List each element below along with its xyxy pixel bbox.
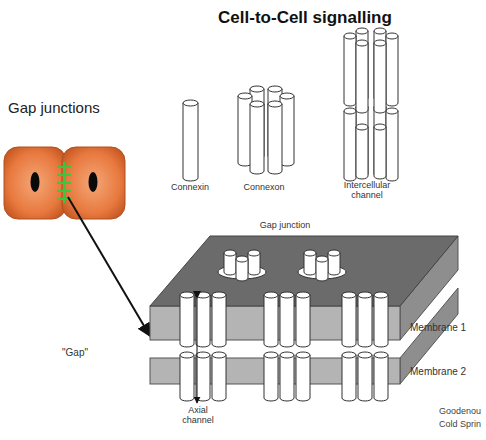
connexin-symbol [296,352,310,401]
connexin-symbol [374,124,386,179]
citation-text: Goodenou [439,406,486,416]
cell [4,147,66,219]
connexin-symbol [264,352,278,401]
connexin-symbol [296,292,310,347]
nucleus [89,172,98,192]
connexin-symbol [212,292,226,347]
connexin-symbol [328,250,340,275]
zoom-arrow [68,197,150,336]
connexin-symbol [280,352,294,401]
citation-text: Cold Sprin [439,419,486,429]
connexin-symbol [236,256,248,281]
junction-line [57,174,71,176]
front-channels [180,292,388,401]
connexin-symbol [212,352,226,401]
axial-arrow [197,298,198,403]
part-label: Gap junction [248,220,322,230]
connexin-symbol [250,101,264,174]
connexin-symbol [248,250,260,275]
connexin-symbol [180,292,194,347]
connexin-symbol [224,250,236,275]
connexin-symbol [374,352,388,401]
connexin-symbol [358,352,372,401]
junction-line [57,166,71,168]
connexin-symbol [356,40,368,113]
channel-label: Axial channel [175,405,221,426]
surface-connexons [218,250,346,281]
section-label: Gap junctions [8,99,128,116]
gap-label: "Gap" [62,347,102,359]
connexin-symbol [386,108,398,181]
channel-symbol [344,28,398,181]
connexin-symbol [344,108,356,181]
connexin-symbol [374,292,388,347]
connexin-symbol [342,292,356,347]
connexin-symbol [386,33,398,106]
connexin-symbol [374,40,386,113]
part-label: Connexon [235,182,293,192]
connexin-symbol [316,256,328,281]
connexin-symbol [304,250,316,275]
junction-line [57,190,71,192]
connexon-symbol [238,86,294,174]
connexin-symbol [264,292,278,347]
connexin-symbol [268,101,282,174]
connexin-symbol [280,292,294,347]
connexin-symbol [342,352,356,401]
axial-arrowhead [193,291,201,299]
membrane-label: Membrane 2 [410,366,482,378]
junction-line [57,182,71,184]
cell [62,147,125,219]
nucleus [31,172,40,192]
part-label: Intercellular channel [333,180,401,201]
connexin-symbol [196,292,210,347]
connexin-symbol [356,124,368,179]
connexin-symbol [358,292,372,347]
cell-pair [4,147,125,219]
membrane-label: Membrane 1 [410,322,482,334]
connexin-symbol [196,352,210,401]
part-label: Connexin [163,182,217,192]
connexin-symbol [344,33,356,106]
figure-title: Cell-to-Cell signalling [198,8,412,28]
connexin-symbol [183,100,198,181]
connexin-symbol [180,352,194,401]
